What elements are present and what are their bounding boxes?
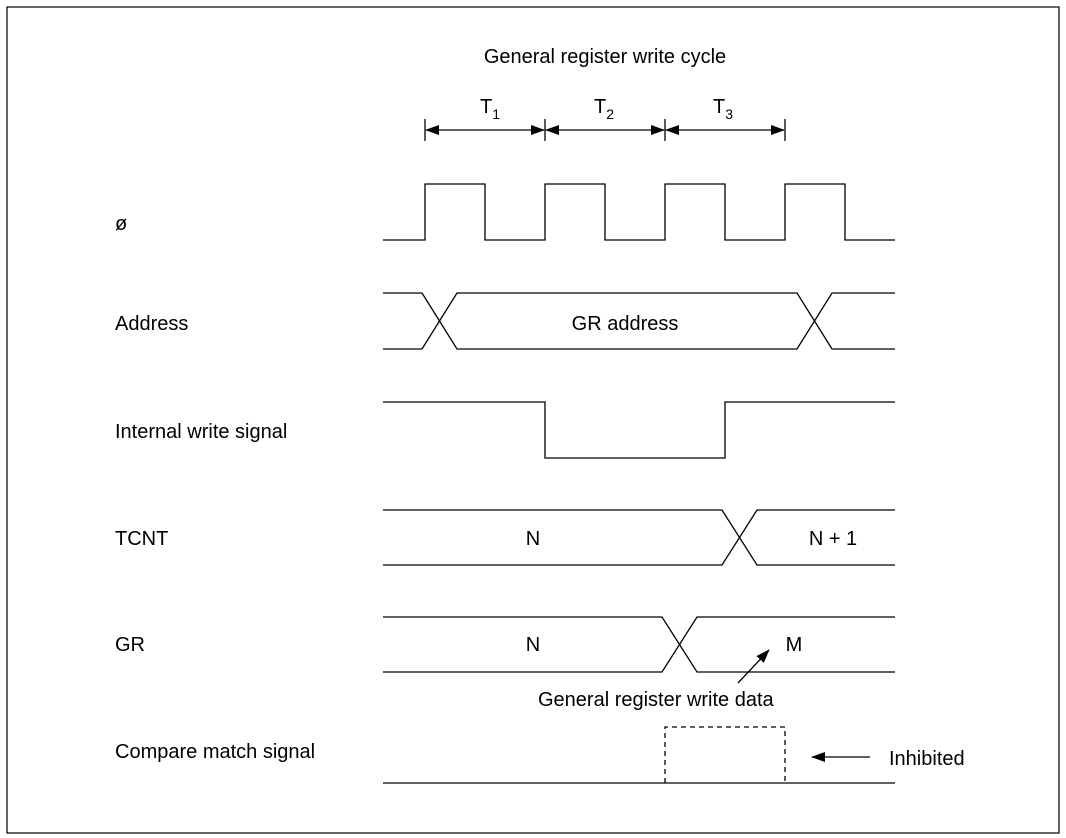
signal-label-compare: Compare match signal xyxy=(115,741,315,763)
diagram-title: General register write cycle xyxy=(484,46,726,68)
inhibited-region xyxy=(664,726,786,783)
gr-waveform xyxy=(383,616,895,673)
cycle-label-t1: T1 xyxy=(480,96,500,122)
write-waveform xyxy=(383,401,895,459)
gr-value-after: M xyxy=(786,634,803,656)
tcnt-waveform xyxy=(383,509,895,566)
inhibited-annotation: Inhibited xyxy=(889,748,965,770)
write-data-pointer-arrow xyxy=(737,649,770,684)
signal-label-gr: GR xyxy=(115,634,145,656)
write-data-annotation: General register write data xyxy=(538,689,775,711)
address-waveform xyxy=(383,292,895,350)
clock-waveform xyxy=(383,183,895,241)
signal-label-clock: ø xyxy=(115,213,127,235)
cycle-dimension-lines xyxy=(424,119,786,141)
cycle-label-t3: T3 xyxy=(713,96,733,122)
tcnt-value-before: N xyxy=(526,528,540,550)
gr-value-before: N xyxy=(526,634,540,656)
diagram-frame xyxy=(6,6,1060,834)
cycle-label-t2: T2 xyxy=(594,96,614,122)
address-value: GR address xyxy=(572,313,679,335)
signal-label-address: Address xyxy=(115,313,188,335)
tcnt-value-after: N + 1 xyxy=(809,528,857,550)
signal-label-write: Internal write signal xyxy=(115,421,287,443)
signal-label-tcnt: TCNT xyxy=(115,528,168,550)
